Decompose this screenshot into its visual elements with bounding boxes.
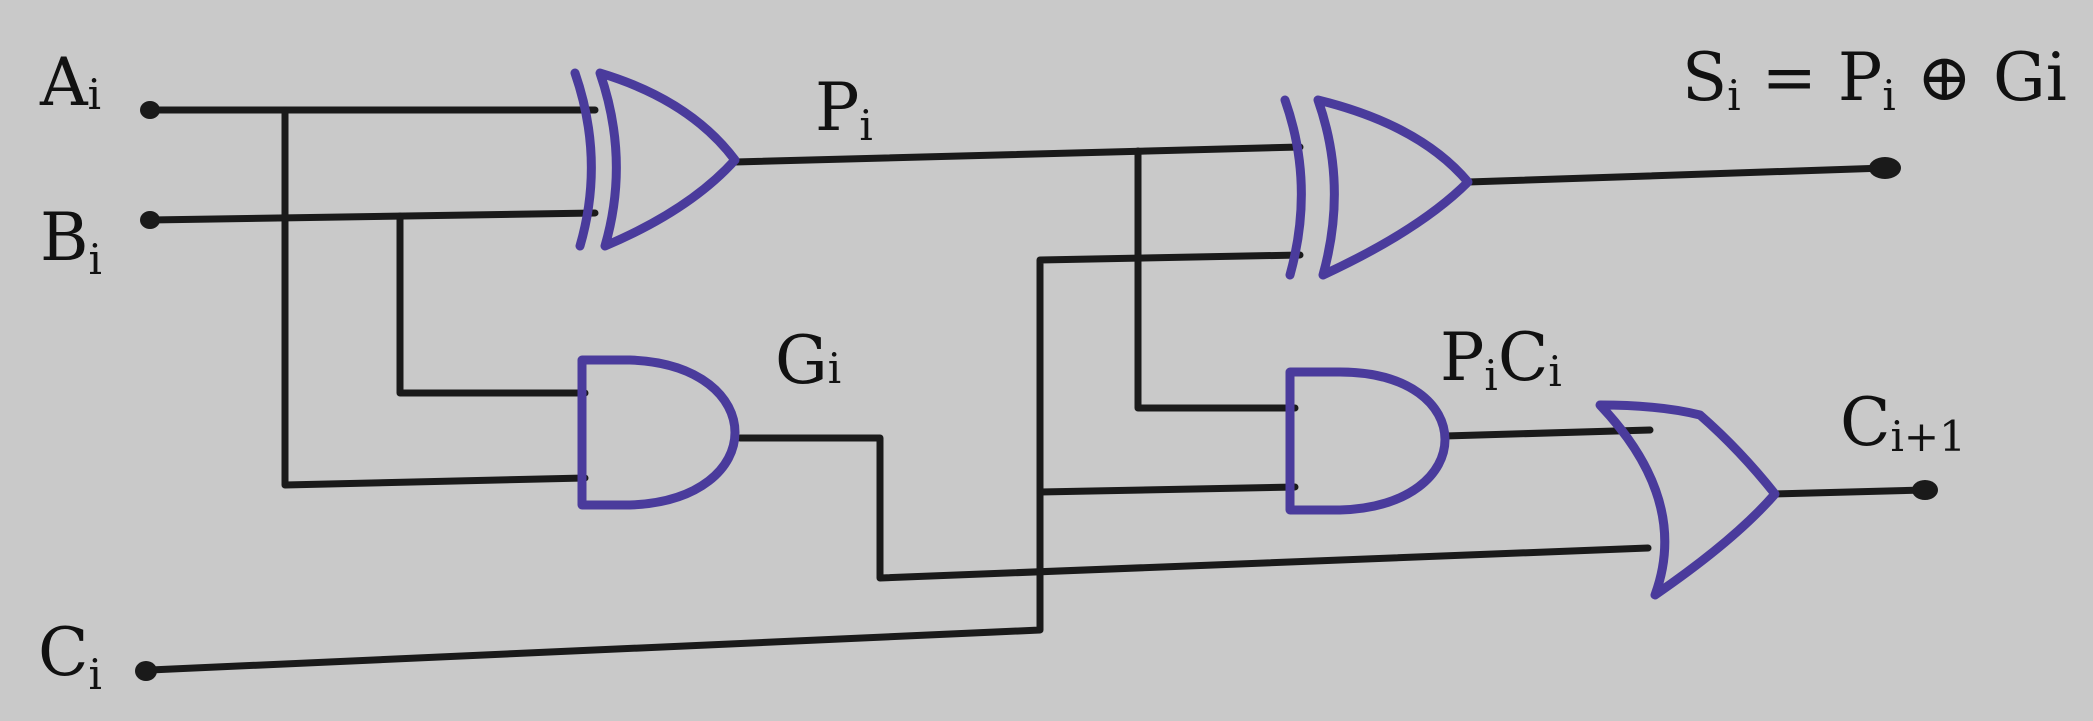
wire-p [731,143,1304,166]
terminal-a [140,101,160,119]
label-b-input: Bi [40,199,102,284]
label-pc-signal: PiCi [1440,319,1562,400]
wire-a-branch-vertical [281,106,589,489]
label-carry-output: Ci+1 [1840,384,1966,461]
wire-sum-out [1464,164,1889,186]
or-gate-carry [1595,400,1780,600]
terminal-b [140,211,160,229]
label-c-input: Ci [38,614,102,699]
wire-c-in [146,251,1304,674]
and-gate-pc [1285,367,1450,515]
label-g-signal: Gi [775,322,841,399]
wire-b-branch-vertical [396,212,589,397]
wires [146,106,1929,674]
wire-g [736,434,1652,582]
terminal-carry-out [1912,480,1938,500]
terminal-c [135,661,157,681]
xor-gate-p [570,68,740,251]
label-a-input: Ai [39,44,101,121]
terminals [135,101,1938,681]
wire-c-to-and2 [1036,483,1299,496]
and-gate-g [577,355,740,510]
label-p-signal: Pi [815,69,873,150]
wire-b-to-xor1 [146,209,599,224]
wire-p-branch-vertical [1134,147,1299,412]
terminal-sum [1869,157,1901,179]
label-sum-output: Si = Pi ⊕ Gi [1682,39,2067,120]
xor-gate-sum [1280,95,1473,280]
wire-pc [1441,426,1654,440]
wire-carry-out [1771,486,1929,498]
